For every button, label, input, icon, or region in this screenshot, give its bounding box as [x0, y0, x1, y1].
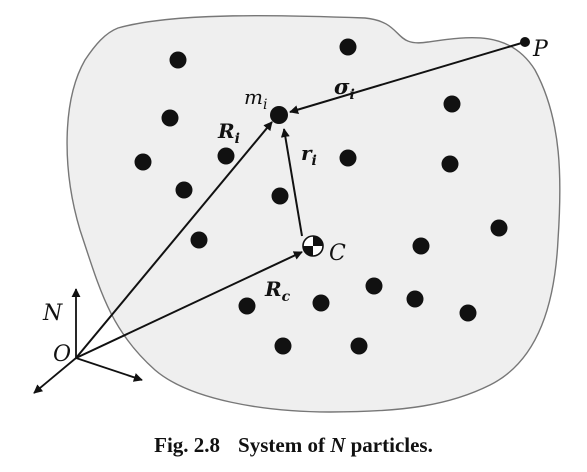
particle [190, 231, 208, 249]
particle [274, 337, 292, 355]
particle [339, 38, 357, 56]
particle [134, 153, 152, 171]
particle [441, 155, 459, 173]
center-of-mass-icon [302, 235, 324, 257]
vector-R-c [75, 251, 303, 359]
frame-axis-out [33, 357, 77, 394]
caption-number: Fig. 2.8 [154, 433, 221, 457]
particle [161, 109, 179, 127]
vectors [75, 41, 526, 359]
particle [217, 147, 235, 165]
particle [412, 237, 430, 255]
label-C: C [329, 241, 346, 266]
label-sigma-i: σi [334, 74, 355, 103]
caption-text-italic: N [330, 433, 346, 457]
label-r-i: ri [301, 141, 317, 169]
vector-R-i [75, 121, 273, 359]
particle [339, 149, 357, 167]
label-O: O [53, 342, 71, 367]
particle [459, 304, 477, 322]
particle [350, 337, 368, 355]
particle [406, 290, 424, 308]
particle-i [270, 106, 288, 124]
label-P: P [532, 37, 549, 62]
frame-N-axes [33, 288, 143, 394]
particle [271, 187, 289, 205]
particle [443, 95, 461, 113]
particles [134, 38, 508, 355]
particle [312, 294, 330, 312]
body-region [66, 14, 561, 413]
vector-r-i [280, 128, 303, 237]
label-R-i: Ri [217, 119, 240, 147]
particle [169, 51, 187, 69]
figure-caption: Fig. 2.8 System of N particles. [0, 433, 587, 458]
particle [365, 277, 383, 295]
point-P [520, 37, 530, 47]
particle [490, 219, 508, 237]
caption-text-after: particles. [345, 433, 433, 457]
frame-axis-right [75, 357, 143, 382]
vector-sigma-i [289, 41, 526, 115]
particle [175, 181, 193, 199]
label-m-i: mi [244, 85, 267, 113]
caption-text-before: System of [238, 433, 331, 457]
particle [238, 297, 256, 315]
label-R-c: Rc [264, 277, 291, 305]
label-N: N [42, 301, 63, 326]
